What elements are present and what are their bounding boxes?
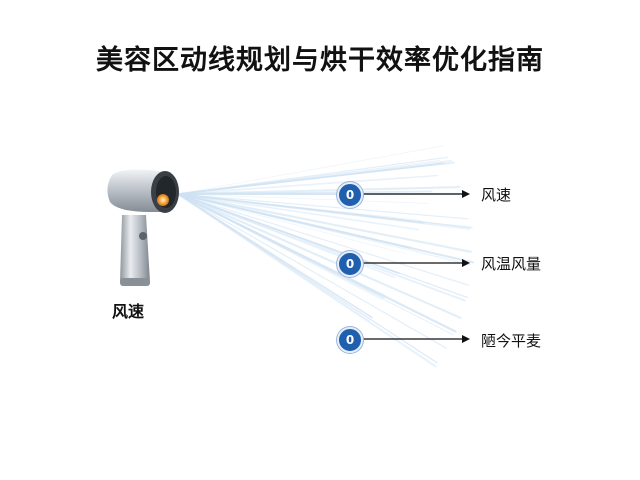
airflow-streak (176, 192, 457, 333)
airflow-streak (177, 193, 383, 301)
label-3: 陋今平麦 (481, 332, 542, 350)
airflow-streak (177, 193, 407, 255)
airflow-streak (177, 193, 420, 231)
dryer-label: 风速 (112, 302, 145, 321)
pointer-lines (362, 190, 470, 343)
airflow-streak (177, 193, 438, 364)
airflow-streak (177, 162, 456, 195)
airflow-streak (176, 192, 466, 302)
airflow-streak (177, 193, 469, 220)
airflow-stream (176, 145, 474, 368)
page-title: 美容区动线规划与烘干效率优化指南 (96, 45, 544, 76)
airflow-streak (177, 193, 430, 204)
airflow-streak (177, 193, 448, 350)
badge-3: 0 (337, 327, 363, 353)
airflow-streak (177, 160, 440, 195)
badge-1: 0 (337, 182, 363, 208)
airflow-streak (176, 192, 474, 264)
hair-dryer-icon (107, 169, 179, 286)
airflow-streak (177, 145, 444, 195)
airflow-streak (177, 193, 468, 299)
airflow-streak (176, 192, 472, 253)
airflow-streak (177, 193, 473, 229)
label-1: 风速 (481, 186, 512, 204)
airflow-streak (177, 193, 470, 286)
airflow-streak (177, 156, 448, 195)
airflow-streak (176, 192, 462, 319)
airflow-streak (177, 174, 439, 195)
label-2: 风温风量 (481, 255, 542, 273)
badge-2: 0 (337, 251, 363, 277)
